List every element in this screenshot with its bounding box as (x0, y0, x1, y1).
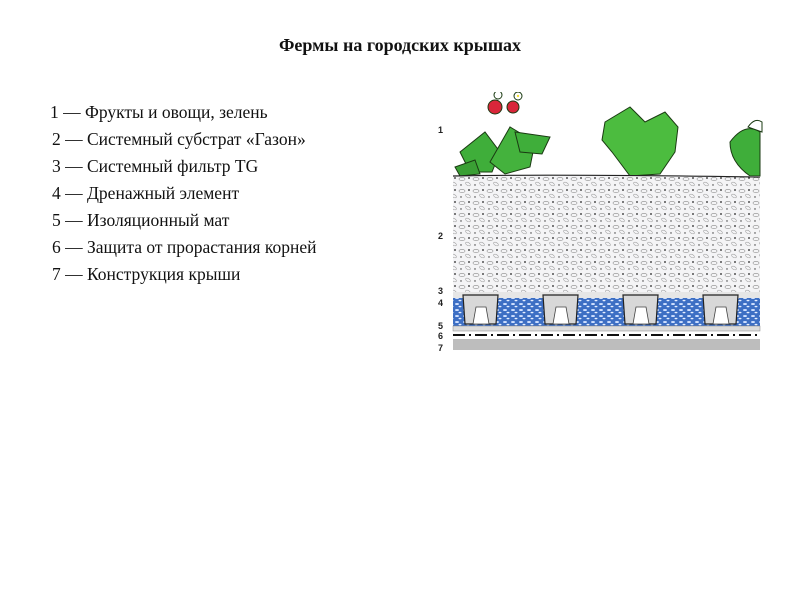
layer-label-4: 4 (438, 298, 443, 308)
legend-item-2: 2 — Системный субстрат «Газон» (52, 129, 306, 149)
filter-layer (453, 292, 760, 298)
drainage-layer (453, 294, 760, 326)
insulation-mat-layer (452, 325, 761, 332)
layer-label-6: 6 (438, 331, 443, 341)
legend-item-7: 7 — Конструкция крыши (52, 264, 241, 284)
legend-item-5: 5 — Изоляционный мат (52, 210, 230, 230)
roof-garden-cross-section: 1 2 3 4 5 6 7 (438, 92, 763, 353)
herb-plant-icon (729, 119, 763, 177)
strawberry-plant-icon (454, 92, 551, 177)
roof-structure-layer (453, 339, 760, 350)
layer-label-1: 1 (438, 125, 443, 135)
layer-label-2: 2 (438, 231, 443, 241)
legend-item-4: 4 — Дренажный элемент (52, 183, 240, 203)
legend-item-6: 6 — Защита от прорастания корней (52, 237, 317, 257)
layer-labels: 1 2 3 4 5 6 7 (438, 125, 443, 353)
slide-title: Фермы на городских крышах (278, 35, 522, 55)
layer-label-5: 5 (438, 321, 443, 331)
lettuce-plant-icon (601, 106, 679, 177)
layer-label-3: 3 (438, 286, 443, 296)
layer-legend: 1 — Фрукты и овощи, зелень 2 — Системный… (50, 99, 317, 288)
substrate-layer (453, 176, 760, 296)
legend-item-1: 1 — Фрукты и овощи, зелень (50, 102, 268, 122)
legend-item-3: 3 — Системный фильтр TG (52, 156, 259, 176)
layer-label-7: 7 (438, 343, 443, 353)
